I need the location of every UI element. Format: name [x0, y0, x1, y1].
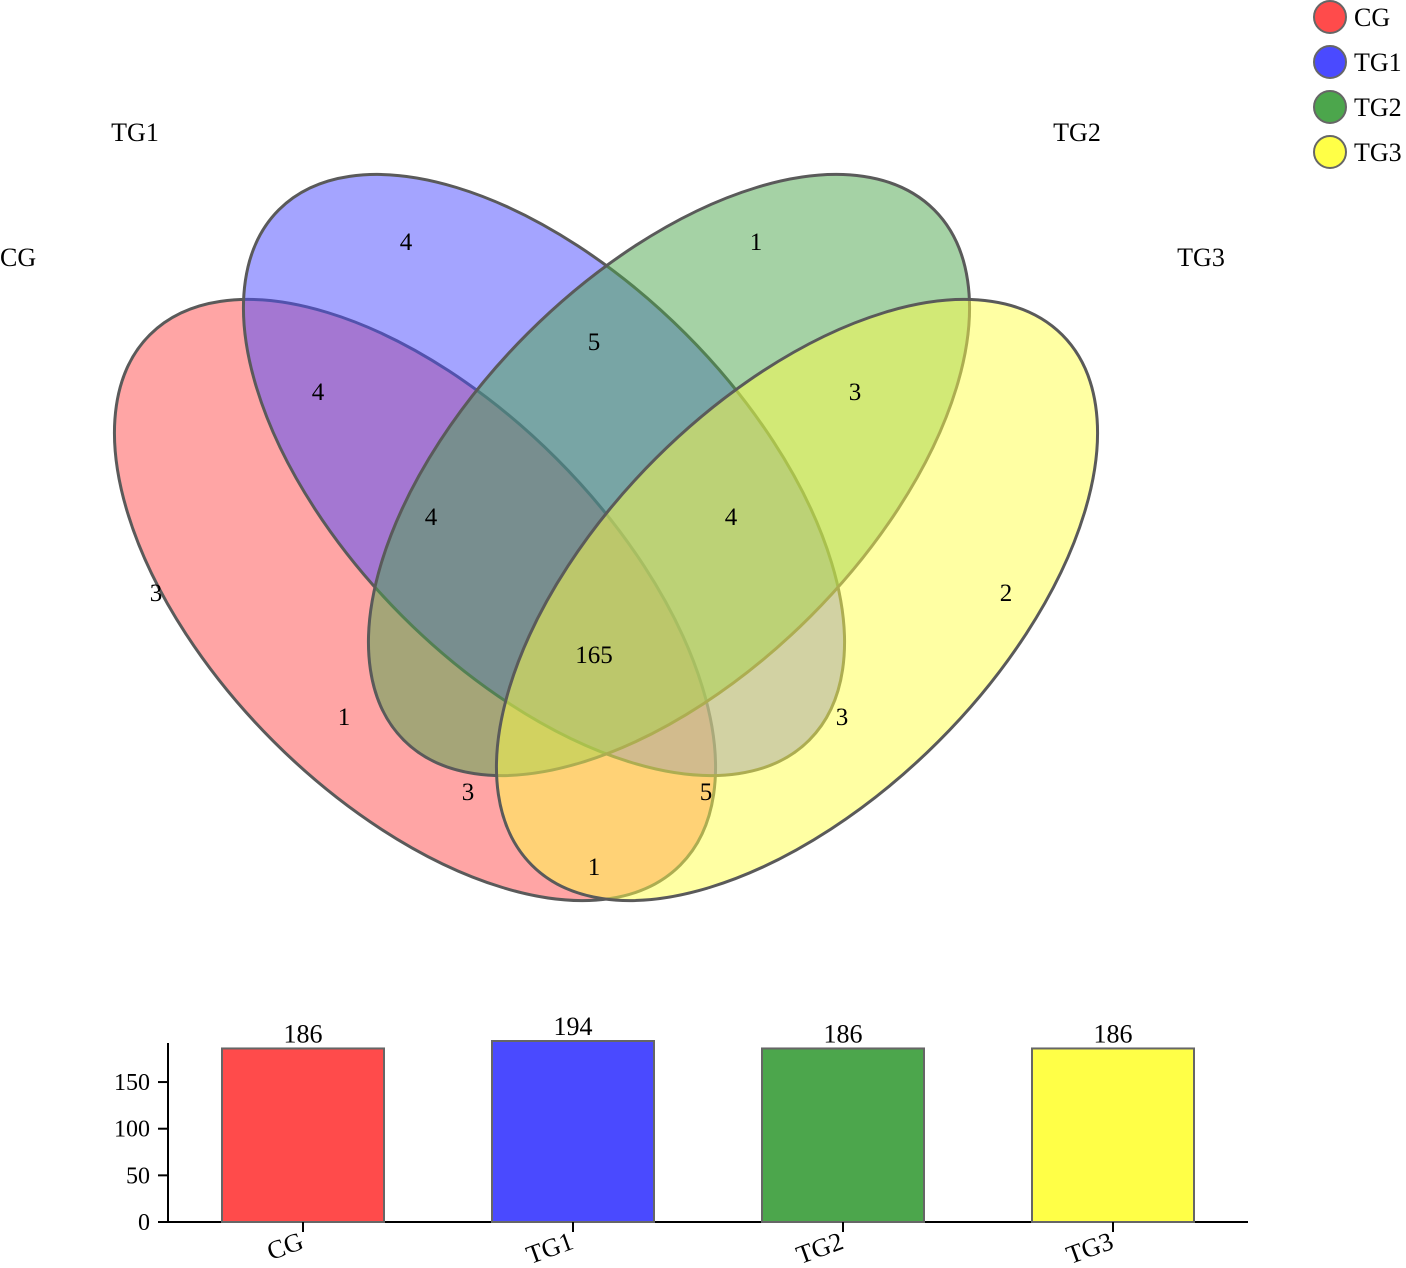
x-category-label-cg: CG — [263, 1226, 307, 1266]
bar-value-label-tg3: 186 — [1094, 1019, 1133, 1048]
set-label-tg3: TG3 — [1177, 243, 1225, 272]
bar-tg1 — [491, 1040, 655, 1223]
set-label-tg2: TG2 — [1053, 118, 1101, 147]
region-count-tg2-tg3: 3 — [849, 379, 862, 406]
set-label-tg1: TG1 — [111, 118, 159, 147]
y-tick-label: 50 — [126, 1163, 150, 1189]
legend-label-tg2: TG2 — [1354, 93, 1402, 122]
legend-label-cg: CG — [1354, 3, 1390, 32]
region-count-tg1: 4 — [400, 229, 413, 256]
region-count-cg: 3 — [150, 580, 163, 607]
region-count-tg1-tg2: 5 — [588, 329, 601, 356]
bar-value-label-tg1: 194 — [554, 1012, 593, 1041]
x-category-label-tg1: TG1 — [522, 1226, 577, 1268]
region-count-cg-tg2-tg3: 3 — [462, 779, 475, 806]
region-count-tg1-tg3: 3 — [836, 704, 849, 731]
region-count-cg-tg1: 4 — [312, 379, 325, 406]
legend-label-tg3: TG3 — [1354, 138, 1402, 167]
legend-swatch-tg3 — [1313, 135, 1347, 169]
venn-ellipse-tg3 — [494, 297, 1100, 903]
region-count-cg-tg3: 1 — [588, 854, 601, 881]
venn-diagram — [112, 172, 1100, 903]
region-count-cg-tg1-tg2: 4 — [425, 504, 438, 531]
y-ticks: 0 50 100 150 — [114, 1070, 168, 1236]
legend-swatch-cg — [1313, 0, 1347, 34]
y-tick-label: 100 — [114, 1117, 150, 1143]
bar-value-label-cg: 186 — [284, 1019, 323, 1048]
bar-tg3 — [1031, 1047, 1195, 1223]
legend-swatch-tg2 — [1313, 90, 1347, 124]
bar-tg2 — [761, 1047, 925, 1223]
x-category-label-tg2: TG2 — [792, 1226, 847, 1268]
bar-value-label-tg2: 186 — [824, 1019, 863, 1048]
y-tick-label: 150 — [114, 1070, 150, 1096]
region-count-cg-tg1-tg2-tg3: 165 — [575, 642, 613, 669]
region-count-tg3: 2 — [1000, 580, 1013, 607]
region-count-tg1-tg2-tg3: 4 — [725, 504, 738, 531]
bar-cg — [221, 1047, 385, 1223]
region-count-tg2: 1 — [750, 229, 763, 256]
region-count-cg-tg1-tg3: 5 — [700, 779, 713, 806]
set-label-cg: CG — [0, 243, 36, 272]
venn-counts: 4 1 5 4 3 3 4 4 2 165 1 3 3 5 1 — [150, 229, 1013, 881]
legend-label-tg1: TG1 — [1354, 48, 1402, 77]
x-category-label-tg3: TG3 — [1062, 1226, 1117, 1268]
legend-swatch-tg1 — [1313, 45, 1347, 79]
region-count-cg-tg2: 1 — [338, 704, 351, 731]
y-tick-label: 0 — [138, 1210, 150, 1236]
